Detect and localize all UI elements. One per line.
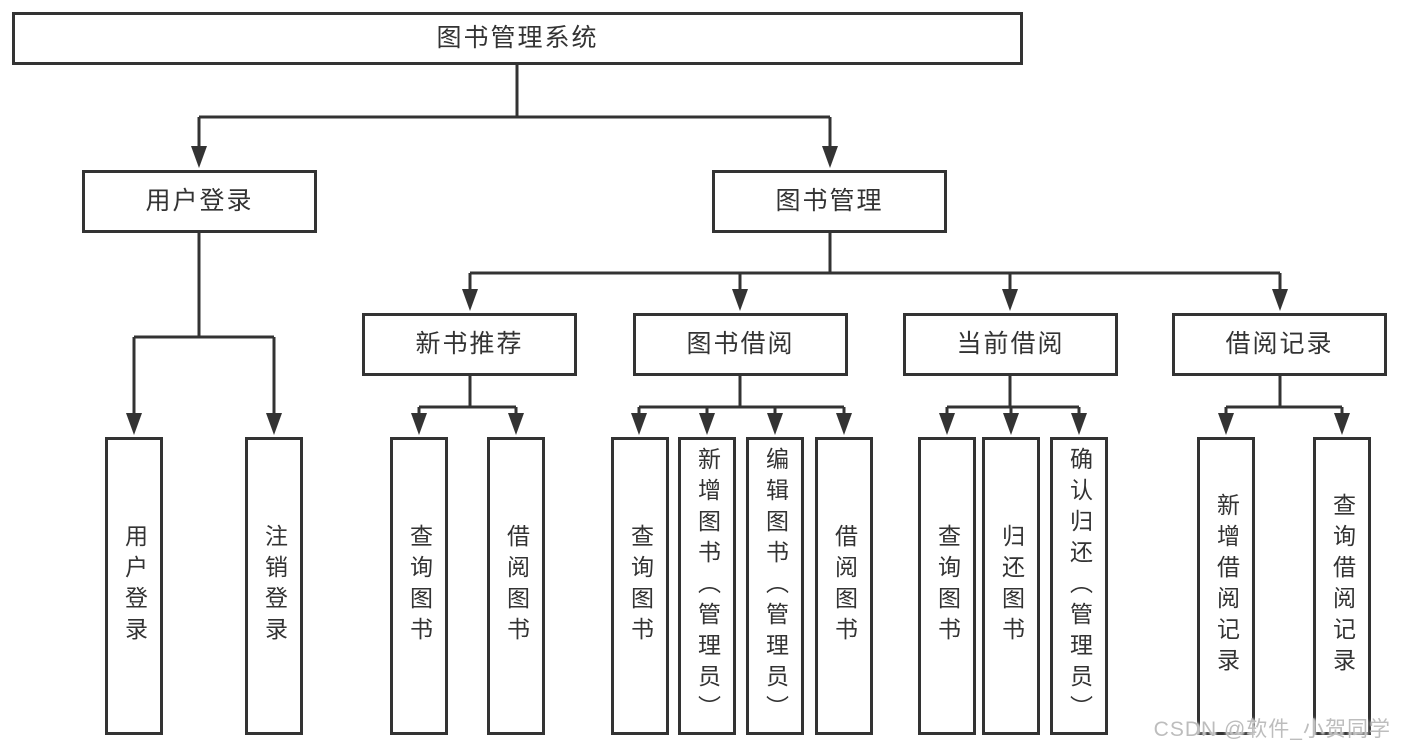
leaf-logout-login: 注销登录	[245, 437, 303, 735]
node-borrowing-records: 借阅记录	[1172, 313, 1387, 376]
arrowhead-icons	[126, 146, 1350, 435]
leaf-return-books-label: 归还图书	[998, 524, 1025, 648]
leaf-add-books-admin-label: 新增图书（管理员）	[694, 446, 721, 726]
leaf-current-query-books-label: 查询图书	[934, 524, 961, 648]
leaf-recommend-borrow-books-label: 借阅图书	[503, 524, 530, 648]
leaf-confirm-return-admin-label: 确认归还（管理员）	[1066, 446, 1093, 726]
leaf-recommend-query-books: 查询图书	[390, 437, 448, 735]
node-user-login-label: 用户登录	[145, 187, 254, 215]
leaf-recommend-query-books-label: 查询图书	[406, 524, 433, 648]
node-book-borrowing: 图书借阅	[633, 313, 848, 376]
leaf-add-books-admin: 新增图书（管理员）	[678, 437, 736, 735]
leaf-query-borrow-record-label: 查询借阅记录	[1329, 493, 1356, 679]
leaf-current-query-books: 查询图书	[918, 437, 976, 735]
leaf-recommend-borrow-books: 借阅图书	[487, 437, 545, 735]
node-user-login: 用户登录	[82, 170, 317, 233]
leaf-confirm-return-admin: 确认归还（管理员）	[1050, 437, 1108, 735]
node-borrowing-records-label: 借阅记录	[1225, 330, 1334, 358]
leaf-query-borrow-record: 查询借阅记录	[1313, 437, 1371, 735]
leaf-borrowing-borrow-books-label: 借阅图书	[831, 524, 858, 648]
leaf-edit-books-admin-label: 编辑图书（管理员）	[762, 446, 789, 726]
leaf-user-login: 用户登录	[105, 437, 163, 735]
node-root-label: 图书管理系统	[436, 24, 599, 52]
node-current-borrowing-label: 当前借阅	[956, 330, 1065, 358]
node-new-book-recommend: 新书推荐	[362, 313, 577, 376]
leaf-user-login-label: 用户登录	[121, 524, 148, 648]
node-new-book-recommend-label: 新书推荐	[415, 330, 524, 358]
node-book-management: 图书管理	[712, 170, 947, 233]
leaf-edit-books-admin: 编辑图书（管理员）	[746, 437, 804, 735]
watermark: CSDN @软件_小贺同学	[1153, 718, 1391, 741]
node-current-borrowing: 当前借阅	[903, 313, 1118, 376]
node-book-borrowing-label: 图书借阅	[686, 330, 795, 358]
leaf-add-borrow-record: 新增借阅记录	[1197, 437, 1255, 735]
leaf-add-borrow-record-label: 新增借阅记录	[1213, 493, 1240, 679]
leaf-borrowing-borrow-books: 借阅图书	[815, 437, 873, 735]
node-book-management-label: 图书管理	[775, 187, 884, 215]
leaf-borrowing-query-books: 查询图书	[611, 437, 669, 735]
leaf-logout-login-label: 注销登录	[261, 524, 288, 648]
node-root: 图书管理系统	[12, 12, 1023, 65]
leaf-return-books: 归还图书	[982, 437, 1040, 735]
leaf-borrowing-query-books-label: 查询图书	[627, 524, 654, 648]
